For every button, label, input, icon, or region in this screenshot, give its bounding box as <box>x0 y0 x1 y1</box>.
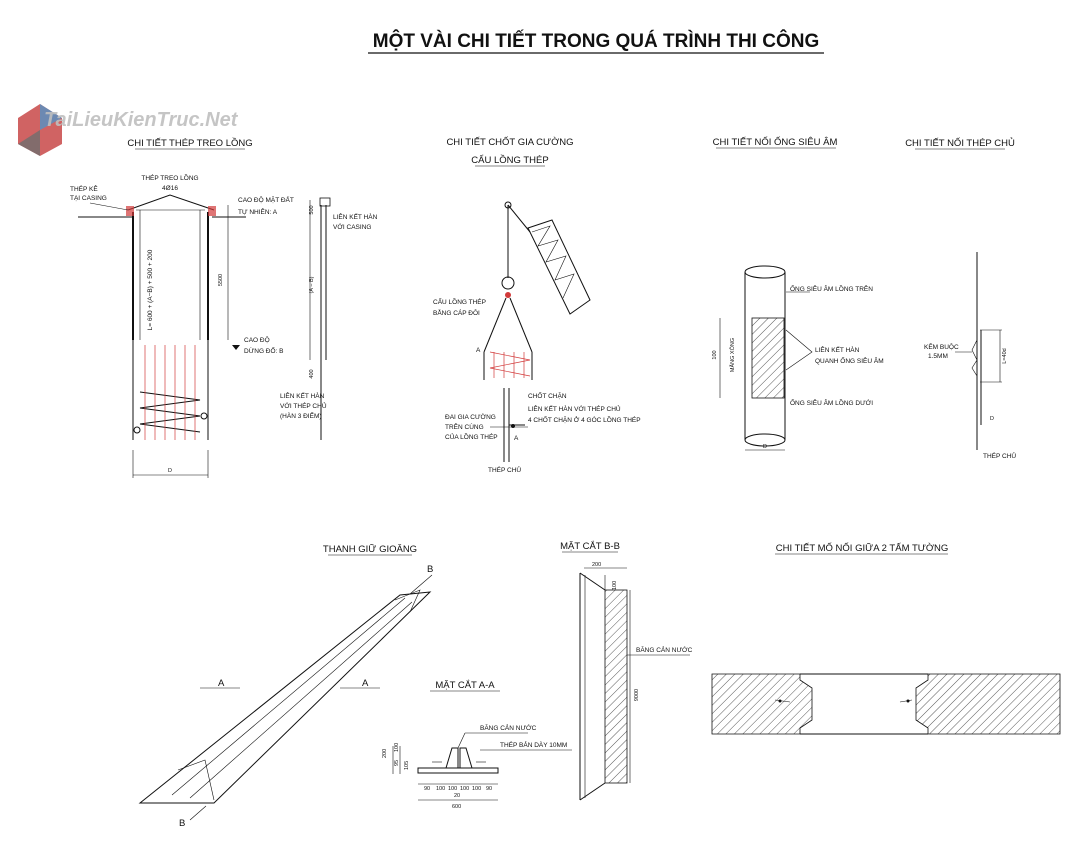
caption-waterstop: THANH GIỮ GIOĂNG <box>323 544 417 555</box>
detail-main-rebar: CHI TIẾT NỐI THÉP CHỦ L=40d KẼM BUỘC 1.5… <box>905 137 1016 460</box>
label-voi-thep-chu: VỚI THÉP CHỦ <box>280 401 327 410</box>
dim-h-90-a: 90 <box>424 786 430 792</box>
dim-h-100-a: 100 <box>436 786 445 792</box>
label-thep-chu-rebar: THÉP CHỦ <box>983 451 1016 460</box>
label-a-1: A <box>476 347 481 354</box>
label-kem-buoc: KẼM BUỘC <box>924 342 959 351</box>
dim-h-90-b: 90 <box>486 786 492 792</box>
caption-crane-pin-2: CẨU LỒNG THÉP <box>471 154 548 166</box>
label-han-3-diem: (HÀN 3 ĐIỂM) <box>280 411 322 420</box>
label-thep-ke: THÉP KÊ <box>70 184 98 193</box>
label-cao-do-mat-dat: CAO ĐỘ MẶT ĐẤT <box>238 194 294 204</box>
label-cao-do: CAO ĐỘ <box>244 335 270 344</box>
dim-l-40d: L=40d <box>1002 348 1008 363</box>
detail-section-bb: MẶT CẮT B-B 200 100 9000 BĂNG CẢN NƯỚC <box>560 541 693 801</box>
label-a-2: A <box>514 435 519 442</box>
dim-h-100-d: 100 <box>472 786 481 792</box>
label-1-5mm: 1.5MM <box>928 353 948 360</box>
detail-waterstop: THANH GIỮ GIOĂNG A A B B <box>138 544 433 829</box>
label-dai-gia-cuong: ĐAI GIA CƯỜNG <box>445 412 496 421</box>
label-ong-tren: ỐNG SIÊU ÂM LỒNG TRÊN <box>790 283 873 293</box>
caption-crane-pin-1: CHI TIẾT CHỐT GIA CƯỜNG <box>446 136 573 148</box>
label-bang-can-nuoc-bb: BĂNG CẢN NƯỚC <box>636 645 693 654</box>
label-cua-long-thep: CỦA LỒNG THÉP <box>445 431 498 441</box>
dim-20: 20 <box>454 793 460 799</box>
dim-h-100-c: 100 <box>460 786 469 792</box>
detail-sonic-pipe: CHI TIẾT NỐI ỐNG SIÊU ÂM 100 MĂNG XÔNG D… <box>712 136 884 451</box>
detail-wall-joint: CHI TIẾT MỐ NỐI GIỮA 2 TẤM TƯỜNG <box>711 542 1061 735</box>
watermark-text: TaiLieuKienTruc.Net <box>44 109 239 131</box>
label-bang-cap-doi: BẰNG CÁP ĐÔI <box>433 308 480 317</box>
detail-hang-cage: CHI TIẾT THÉP TREO LỒNG D THÉP <box>70 137 378 478</box>
dim-d-sonic: D <box>763 444 767 450</box>
label-tai-casing: TẠI CASING <box>70 195 107 202</box>
detail-crane-pin: CHI TIẾT CHỐT GIA CƯỜNG CẨU LỒNG THÉP A … <box>433 136 641 474</box>
dim-a-b: (A − B) <box>309 276 315 293</box>
caption-sonic-pipe: CHI TIẾT NỐI ỐNG SIÊU ÂM <box>713 136 838 148</box>
label-quanh-ong: QUANH ỐNG SIÊU ÂM <box>815 355 884 365</box>
dim-h-100-b: 100 <box>448 786 457 792</box>
label-dung-do: DỪNG ĐỔ: B <box>244 346 284 355</box>
caption-section-aa: MẶT CẮT A-A <box>435 680 495 691</box>
label-lien-ket-han-thep-chu: LIÊN KẾT HÀN VỚI THÉP CHỦ <box>528 403 621 413</box>
label-voi-casing: VỚI CASING <box>333 222 371 231</box>
label-4-chot-chan: 4 CHỐT CHẶN Ở 4 GÓC LỒNG THÉP <box>528 414 641 424</box>
length-formula: L= 600 + (A−B) + 500 + 200 <box>147 249 154 330</box>
label-b-top: B <box>427 564 433 575</box>
dim-600: 600 <box>452 804 461 810</box>
dim-d: D <box>168 468 172 474</box>
label-tu-nhien: TỰ NHIÊN: A <box>238 207 278 216</box>
page-title: MỘT VÀI CHI TIẾT TRONG QUÁ TRÌNH THI CÔN… <box>373 30 819 52</box>
detail-section-aa: MẶT CẮT A-A BĂNG CẢN NƯỚC THÉP BẢN DÀY 1… <box>382 680 572 810</box>
dim-v-95: 95 <box>394 760 400 766</box>
label-bang-can-nuoc-aa: BĂNG CẢN NƯỚC <box>480 723 537 732</box>
label-lien-ket-han-casing: LIÊN KẾT HÀN <box>333 211 378 221</box>
dim-v-105: 105 <box>404 761 410 770</box>
watermark-logo: TaiLieuKienTruc.Net <box>18 104 239 156</box>
dim-5500: 5500 <box>218 274 224 286</box>
dim-200-bb: 200 <box>592 562 601 568</box>
dim-100: 100 <box>712 350 718 359</box>
dim-d-rebar: D <box>990 416 994 422</box>
label-cau-long-thep: CẨU LỒNG THÉP <box>433 296 486 306</box>
caption-hang-cage: CHI TIẾT THÉP TREO LỒNG <box>127 137 252 149</box>
caption-wall-joint: CHI TIẾT MỐ NỐI GIỮA 2 TẤM TƯỜNG <box>776 542 949 554</box>
dim-100-bb: 100 <box>612 581 618 590</box>
label-ong-duoi: ỐNG SIÊU ÂM LỒNG DƯỚI <box>790 397 873 407</box>
label-tren-cung: TRÊN CÙNG <box>445 422 484 431</box>
label-lien-ket-han-thep-chu: LIÊN KẾT HÀN <box>280 390 325 400</box>
caption-main-rebar: CHI TIẾT NỐI THÉP CHỦ <box>905 137 1015 149</box>
label-a-right: A <box>362 678 369 689</box>
caption-section-bb: MẶT CẮT B-B <box>560 541 620 552</box>
label-mang-xong: MĂNG XÔNG <box>729 338 736 372</box>
dim-9000: 9000 <box>634 689 640 701</box>
label-thep-ban: THÉP BẢN DÀY 10MM <box>500 740 567 749</box>
dim-500: 500 <box>309 205 315 214</box>
label-b-bottom: B <box>179 818 185 829</box>
dim-400: 400 <box>309 369 315 378</box>
dim-4d16: 4Ø16 <box>162 185 178 192</box>
dim-v-100: 100 <box>394 743 400 752</box>
label-chot-chan: CHỐT CHẶN <box>528 390 567 400</box>
label-a-left: A <box>218 678 225 689</box>
dim-v-200: 200 <box>382 749 388 758</box>
label-thep-treo-long: THÉP TREO LỒNG <box>141 172 198 182</box>
label-lien-ket-han-sonic: LIÊN KẾT HÀN <box>815 344 860 354</box>
label-thep-chu-crane: THÉP CHỦ <box>488 465 521 474</box>
